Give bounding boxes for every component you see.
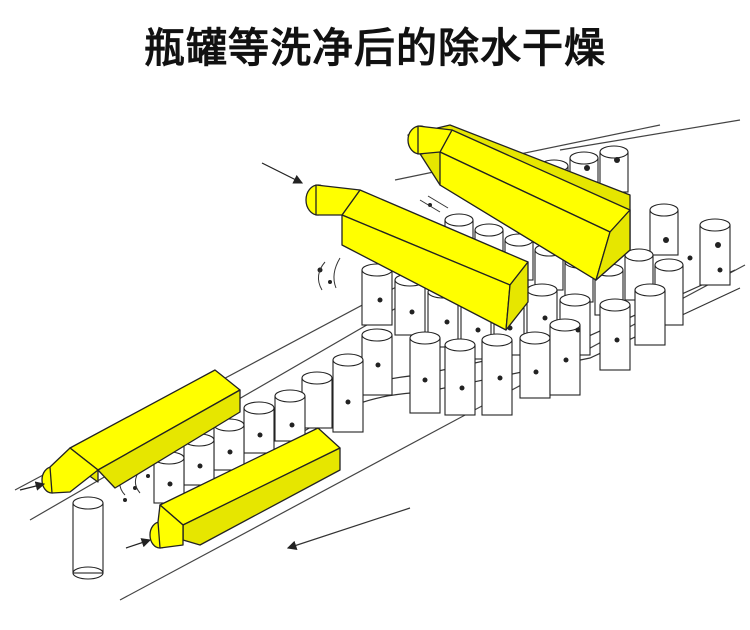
can	[699, 218, 731, 286]
inlet-arrow-middle	[261, 162, 304, 184]
water-droplets	[123, 157, 723, 502]
can	[549, 318, 581, 396]
can	[243, 401, 275, 454]
inlet-arrow-lower-front	[125, 538, 152, 549]
can	[361, 328, 393, 396]
inlet-arrow-lower-left	[19, 481, 46, 491]
air-knife-nozzle-upper-right	[407, 124, 631, 281]
can	[649, 203, 679, 256]
can-standalone	[72, 496, 104, 580]
air-inlet-arrows	[19, 162, 304, 549]
can	[274, 389, 306, 442]
can-group-middle	[361, 263, 666, 416]
air-knife-nozzle-lower-left	[41, 369, 241, 494]
air-knife-nozzle-lower-front	[149, 427, 341, 549]
can	[361, 263, 393, 326]
page-title: 瓶罐等洗净后的除水干燥	[144, 24, 606, 72]
conveyor-rail-back-right	[559, 119, 741, 151]
can	[183, 433, 215, 486]
conveyor-direction-arrow	[286, 507, 411, 550]
can	[634, 283, 666, 346]
can	[213, 418, 245, 471]
air-knife-nozzle-middle	[305, 184, 529, 331]
can	[332, 353, 364, 433]
can	[301, 371, 333, 429]
can	[599, 298, 631, 371]
can-group-front	[72, 353, 364, 580]
can	[444, 338, 476, 416]
can	[409, 331, 441, 414]
can	[481, 333, 513, 416]
can	[519, 331, 551, 399]
